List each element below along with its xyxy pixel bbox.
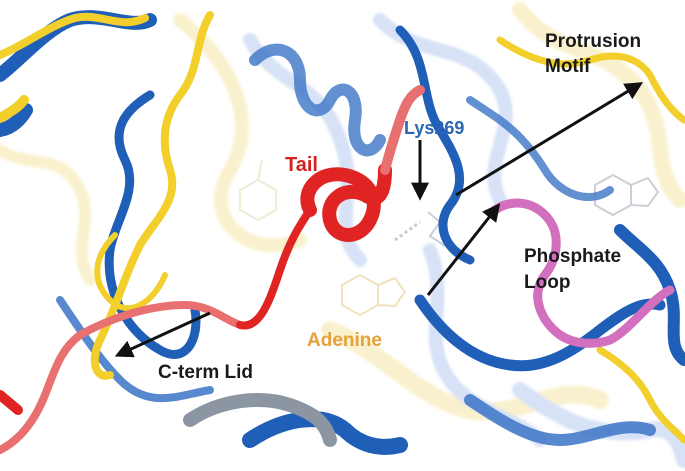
arrow-protrusion xyxy=(455,82,644,197)
ligand-sticks-right xyxy=(594,173,660,217)
labels: Protrusion Motif Lys269 Tail Phosphate L… xyxy=(158,31,641,383)
ligand-sticks-left xyxy=(239,159,277,222)
bg-ribbon-pale-yellow-1 xyxy=(173,13,307,253)
tail-coil-to-helix xyxy=(236,206,314,330)
bg-ribbon-pale-yellow-4 xyxy=(0,144,96,286)
blue-ribbon-right-top xyxy=(466,96,614,202)
blue-ribbon-phosphate-lower xyxy=(414,294,666,372)
blue-structure-ribbons xyxy=(0,10,685,455)
grey-strand xyxy=(183,393,337,447)
label-adenine: Adenine xyxy=(307,330,382,351)
arrows xyxy=(114,82,644,358)
blue-ribbon-left-edge xyxy=(0,103,33,137)
ligand-sticks xyxy=(239,159,660,317)
tail-upper-coil xyxy=(380,85,425,175)
phosphate-loop-ribbon xyxy=(490,198,675,348)
yellow-ribbon-protrusion xyxy=(496,36,685,124)
yellow-ribbon-right-lower xyxy=(596,346,685,444)
label-lys269: Lys269 xyxy=(404,118,464,138)
label-tail: Tail xyxy=(285,154,318,176)
bg-ribbon-pale-yellow-3 xyxy=(321,321,609,421)
tail-helix xyxy=(300,163,392,242)
lys269-sidechain xyxy=(427,211,446,247)
blue-ribbon-bottom xyxy=(242,411,408,455)
red-tail xyxy=(0,85,425,454)
label-protrusion-line2: Motif xyxy=(545,56,591,77)
yellow-ribbon-left-edge xyxy=(0,95,29,123)
bg-ribbon-pale-blue-2 xyxy=(373,13,513,207)
label-phosphate-line2: Loop xyxy=(524,272,570,293)
blue-ribbon-bottom-right xyxy=(464,394,656,446)
label-phosphate-line1: Phosphate xyxy=(524,246,621,267)
arrow-phosphate-loop xyxy=(426,203,501,296)
blue-ribbon-left-lower xyxy=(56,296,214,403)
arrow-cterm-lid xyxy=(114,311,211,358)
yellow-ribbon-left-loop xyxy=(90,11,214,380)
tail-coil-lower xyxy=(0,301,244,454)
label-protrusion-line1: Protrusion xyxy=(545,31,641,52)
hydrogen-bond-dashes xyxy=(394,220,421,242)
blue-ribbon-lys269-loop xyxy=(395,25,475,265)
blue-ribbon-left-loop xyxy=(104,90,201,359)
label-cterm-lid: C-term Lid xyxy=(158,362,253,383)
blue-helix-center xyxy=(249,43,386,157)
yellow-ribbon-top-left xyxy=(0,12,149,59)
yellow-ribbon-left-inner xyxy=(94,232,168,312)
yellow-structure-ribbons xyxy=(0,11,685,444)
tail-left-fragment xyxy=(0,390,23,415)
adenine-ring-sticks xyxy=(341,273,407,317)
